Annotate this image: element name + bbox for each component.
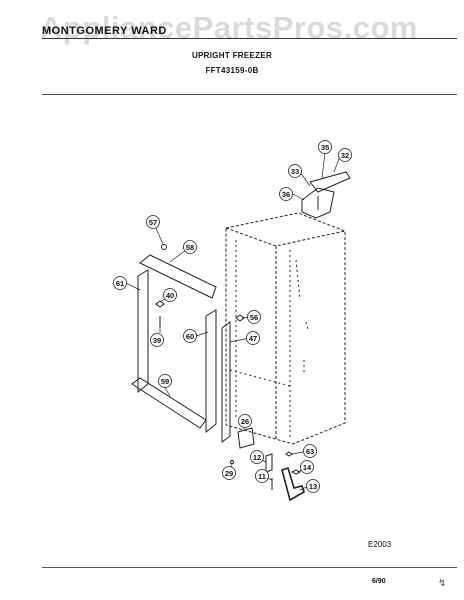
svg-text:39: 39 xyxy=(153,336,161,345)
screw-40 xyxy=(155,300,165,308)
svg-text:63: 63 xyxy=(306,447,314,456)
svg-text:60: 60 xyxy=(186,332,194,341)
bottom-hinge xyxy=(237,427,255,449)
svg-text:36: 36 xyxy=(282,190,290,199)
screw-29 xyxy=(230,460,234,464)
svg-text:13: 13 xyxy=(309,482,317,491)
svg-text:58: 58 xyxy=(186,243,194,252)
callout-47: 47 xyxy=(246,331,260,345)
callout-57: 57 xyxy=(146,215,160,229)
door-gasket-top xyxy=(139,254,217,299)
svg-text:47: 47 xyxy=(249,334,257,343)
svg-text:11: 11 xyxy=(258,472,266,481)
svg-text:35: 35 xyxy=(321,143,329,152)
washer-14 xyxy=(290,469,302,475)
footer-divider xyxy=(42,567,457,568)
section-divider xyxy=(42,94,457,95)
callout-32: 32 xyxy=(338,148,352,162)
callout-60: 60 xyxy=(183,329,197,343)
header-divider xyxy=(42,38,457,39)
door-gasket-left xyxy=(137,269,149,394)
page-title: UPRIGHT FREEZER xyxy=(191,51,273,60)
callout-11: 11 xyxy=(255,469,269,483)
hinge-pin xyxy=(265,453,273,473)
brand-label: MONTGOMERY WARD xyxy=(42,25,167,37)
callout-14: 14 xyxy=(300,460,314,474)
callout-61: 61 xyxy=(113,276,127,290)
callout-59: 59 xyxy=(158,374,172,388)
diagram-code: E2003 xyxy=(368,540,392,549)
callout-56: 56 xyxy=(247,310,261,324)
svg-text:32: 32 xyxy=(341,151,349,160)
callout-39: 39 xyxy=(150,333,164,347)
callout-13: 13 xyxy=(306,479,320,493)
callout-12: 12 xyxy=(250,450,264,464)
svg-text:26: 26 xyxy=(241,417,249,426)
spacer-63 xyxy=(285,451,293,457)
callout-36: 36 xyxy=(279,187,293,201)
svg-text:12: 12 xyxy=(253,453,261,462)
callout-29: 29 xyxy=(222,466,236,480)
breaker-strip xyxy=(221,321,231,443)
svg-text:14: 14 xyxy=(303,463,312,472)
freezer-cabinet xyxy=(225,212,346,445)
callout-26: 26 xyxy=(238,414,252,428)
screw-57 xyxy=(161,244,167,250)
callout-40: 40 xyxy=(163,288,177,302)
corner-mark-icon: ↯ xyxy=(438,578,447,589)
svg-text:33: 33 xyxy=(291,167,299,176)
door-gasket-bottom xyxy=(131,377,207,429)
svg-text:56: 56 xyxy=(250,313,258,322)
model-number: FFT43159-0B xyxy=(205,66,259,75)
bracket-13 xyxy=(281,466,305,502)
callout-63: 63 xyxy=(303,444,317,458)
top-hinge-assembly xyxy=(301,171,351,219)
revision-date: 6/90 xyxy=(372,578,386,585)
svg-text:57: 57 xyxy=(149,218,157,227)
door-gasket-right xyxy=(205,309,217,434)
callout-58: 58 xyxy=(183,240,197,254)
svg-text:59: 59 xyxy=(161,377,169,386)
svg-text:40: 40 xyxy=(166,291,174,300)
svg-text:29: 29 xyxy=(225,469,233,478)
callout-35: 35 xyxy=(318,140,332,154)
callout-33: 33 xyxy=(288,164,302,178)
svg-text:61: 61 xyxy=(116,279,124,288)
